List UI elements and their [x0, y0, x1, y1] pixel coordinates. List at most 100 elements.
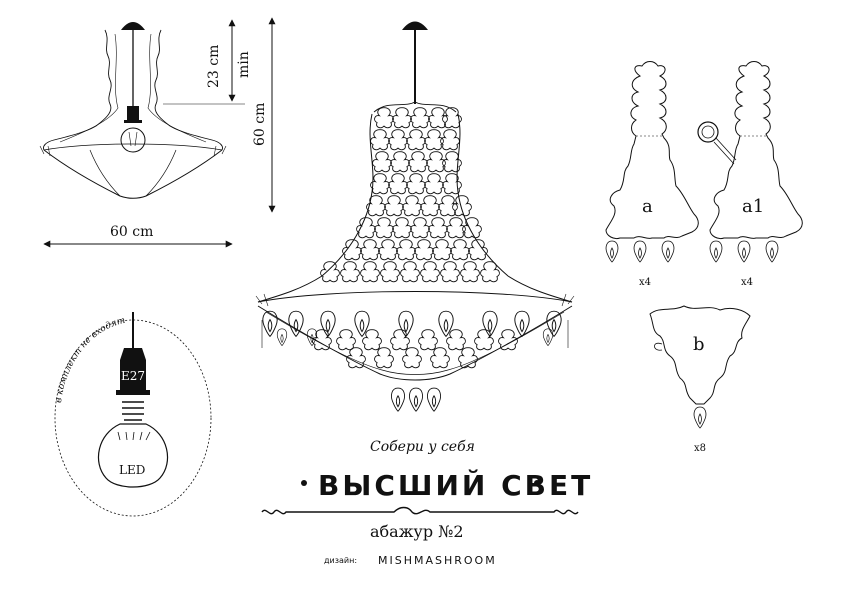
shade-bowl-inner-2	[145, 149, 177, 197]
puzzle-piece	[384, 195, 404, 217]
puzzle-piece	[446, 329, 466, 351]
part-b-label: b	[693, 334, 705, 355]
footer: Собери у себя ВЫСШИЙ СВЕТ абажур №2 диза…	[261, 439, 593, 567]
part-a1-count: x4	[741, 277, 753, 288]
bulb-glass	[97, 423, 169, 488]
chandelier-puzzle-pieces	[312, 107, 518, 369]
puzzle-piece	[410, 217, 430, 239]
puzzle-piece	[420, 195, 440, 217]
puzzle-piece	[428, 217, 448, 239]
part-a1-outline	[709, 61, 803, 239]
puzzle-piece	[392, 217, 412, 239]
puzzle-piece	[424, 173, 444, 195]
chandelier-body-right	[456, 113, 573, 303]
shade-profile-inner-right	[147, 33, 207, 143]
puzzle-piece	[406, 173, 426, 195]
puzzle-piece	[374, 347, 394, 369]
puzzle-piece	[356, 217, 376, 239]
puzzle-piece	[370, 173, 390, 195]
chandelier-bottom-drop	[390, 387, 406, 412]
width-dimension-label: 60 cm	[110, 224, 153, 240]
bulb-type-label: LED	[119, 463, 145, 477]
chandelier-drop	[262, 310, 278, 337]
socket-label: E27	[121, 369, 145, 383]
part-a-drop	[661, 240, 675, 263]
part-a-drop	[633, 240, 647, 263]
puzzle-piece	[360, 261, 380, 283]
title-flourish	[261, 506, 579, 515]
tagline: Собери у себя	[370, 439, 475, 455]
chandelier-drops	[262, 310, 562, 412]
puzzle-piece	[430, 347, 450, 369]
part-a1-drops	[709, 240, 779, 263]
puzzle-piece	[442, 173, 462, 195]
profile-socket	[127, 106, 139, 120]
profile-socket-ring	[124, 120, 142, 123]
chandelier-bottom-drop	[408, 387, 424, 412]
chandelier-bowl	[257, 305, 573, 381]
chandelier-crown	[373, 101, 457, 113]
puzzle-piece	[432, 239, 452, 261]
drop-qualifier-label: min	[236, 51, 252, 78]
height-dimension-label: 60 cm	[252, 103, 268, 146]
main-title: ВЫСШИЙ СВЕТ	[318, 468, 593, 502]
part-b: b x8	[649, 305, 751, 454]
chandelier-drop	[354, 310, 370, 337]
puzzle-piece	[372, 151, 392, 173]
puzzle-piece	[402, 347, 422, 369]
part-a1-drop	[709, 240, 723, 263]
puzzle-piece	[392, 107, 412, 129]
puzzle-piece	[320, 261, 340, 283]
puzzle-piece	[362, 329, 382, 351]
puzzle-piece	[360, 239, 380, 261]
puzzle-piece	[408, 151, 428, 173]
puzzle-piece	[420, 261, 440, 283]
part-a-drop	[605, 240, 619, 263]
puzzle-piece	[390, 151, 410, 173]
puzzle-piece	[374, 107, 394, 129]
bulb-thread	[122, 401, 144, 421]
part-a1-ring	[697, 121, 719, 143]
chandelier-side-drop	[542, 328, 554, 347]
shade-rim	[43, 143, 223, 151]
part-a-label: a	[642, 196, 653, 217]
bulb-note-text: в комплект не входят	[54, 316, 126, 404]
chandelier-rim	[257, 291, 573, 303]
puzzle-piece	[414, 239, 434, 261]
part-a-count: x4	[639, 277, 651, 288]
shade-bowl-inner-1	[89, 149, 121, 197]
puzzle-piece	[418, 329, 438, 351]
puzzle-piece	[400, 261, 420, 283]
bulb-note: в комплект не входят E27 LED	[54, 312, 212, 517]
drop-dimension-label: 23 cm	[206, 45, 222, 88]
part-a: a x4	[605, 61, 699, 288]
part-a1-drop	[737, 240, 751, 263]
puzzle-piece	[336, 329, 356, 351]
part-a1: a1 x4	[697, 61, 803, 288]
puzzle-piece	[402, 195, 422, 217]
title-ornament-left	[301, 480, 307, 486]
part-a1-drop	[765, 240, 779, 263]
part-b-count: x8	[694, 443, 706, 454]
puzzle-piece	[460, 261, 480, 283]
puzzle-piece	[406, 129, 426, 151]
part-a-outline	[605, 61, 699, 239]
chandelier-body-left	[257, 113, 374, 303]
puzzle-piece	[388, 173, 408, 195]
puzzle-piece	[396, 239, 416, 261]
credit-label: дизайн:	[324, 556, 357, 565]
bulb-dashed-circle	[54, 319, 212, 517]
puzzle-piece	[374, 217, 394, 239]
rim-ticks	[39, 145, 227, 157]
chandelier-side-drop	[276, 328, 288, 347]
credit-name: MISHMASHROOM	[378, 554, 497, 567]
chandelier-rim-ticks	[255, 293, 575, 348]
chandelier-view	[255, 21, 575, 412]
bulb-socket	[120, 348, 146, 390]
shade-profile-left	[43, 29, 112, 151]
part-a1-label: a1	[742, 196, 764, 217]
puzzle-piece	[474, 329, 494, 351]
chandelier-drop	[438, 310, 454, 337]
chandelier-canopy	[402, 21, 428, 30]
